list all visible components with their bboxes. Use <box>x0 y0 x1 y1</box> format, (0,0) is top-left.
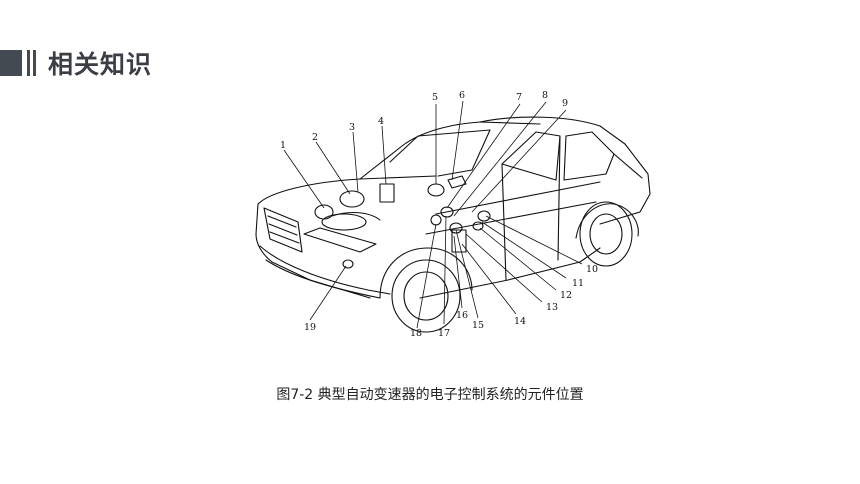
callout-6: 6 <box>459 90 465 101</box>
callout-19: 19 <box>304 322 316 333</box>
callout-16: 16 <box>456 310 468 321</box>
section-header: 相关知识 <box>0 46 152 80</box>
callout-2: 2 <box>312 132 318 143</box>
figure-caption: 图7-2 典型自动变速器的电子控制系统的元件位置 <box>276 387 584 403</box>
callout-13: 13 <box>546 302 558 313</box>
callout-14: 14 <box>514 316 526 327</box>
callout-3: 3 <box>349 122 355 133</box>
header-decor-block <box>0 50 22 76</box>
callout-4: 4 <box>378 116 384 127</box>
callout-17: 17 <box>438 328 450 339</box>
callout-8: 8 <box>542 90 548 101</box>
section-title: 相关知识 <box>48 50 153 79</box>
callout-12: 12 <box>560 290 572 301</box>
callout-7: 7 <box>516 92 522 103</box>
callout-5: 5 <box>432 92 438 103</box>
callout-1: 1 <box>280 140 286 151</box>
callout-11: 11 <box>572 278 584 289</box>
callout-9: 9 <box>562 98 568 109</box>
callout-18: 18 <box>410 328 422 339</box>
callout-15: 15 <box>472 320 484 331</box>
header-decor-stripe <box>33 50 36 76</box>
callout-10: 10 <box>586 264 598 275</box>
header-decor-stripe <box>27 50 30 76</box>
